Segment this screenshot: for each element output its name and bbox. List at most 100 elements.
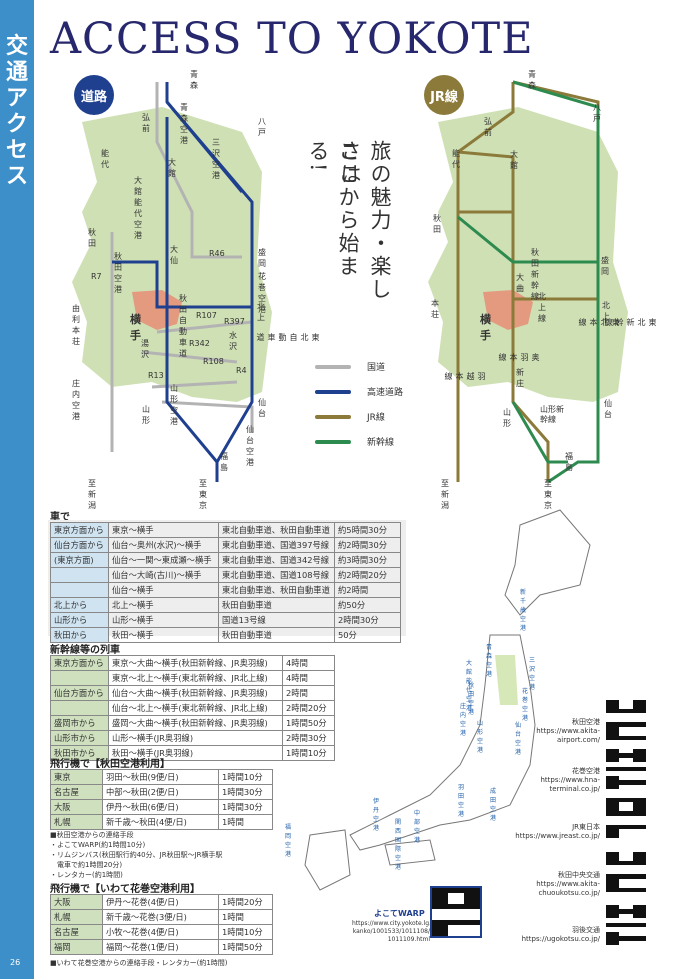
qr-module xyxy=(619,766,624,772)
qr-module xyxy=(637,913,642,919)
qr-module xyxy=(614,860,620,866)
qr-module xyxy=(610,780,615,785)
rail-label-noshiro: 能代 xyxy=(452,149,460,169)
qr-module xyxy=(442,898,448,904)
hokkaido xyxy=(504,509,591,616)
qr-module xyxy=(606,784,611,789)
qr-module xyxy=(464,920,470,926)
qr-module xyxy=(614,704,620,709)
qr-module xyxy=(641,887,646,892)
qr-module xyxy=(637,753,642,758)
qr-code-hanamaki-airport[interactable] xyxy=(606,749,646,789)
qr-module xyxy=(632,766,638,772)
rail-label-tohoku-main: 東北本線 xyxy=(578,318,620,326)
qr-module xyxy=(623,811,629,816)
qr-module xyxy=(610,753,615,758)
qr-module xyxy=(614,753,620,758)
qr-module xyxy=(614,905,620,910)
qr-module xyxy=(614,757,620,763)
qr-module xyxy=(610,749,615,754)
qr-module xyxy=(641,700,646,705)
jp-label-shin-chitose: 新千歳空港 xyxy=(520,589,527,632)
rail-label-to-tokyo: 至東京 xyxy=(544,479,552,510)
qr-module xyxy=(628,766,633,772)
rail-label-sendai: 仙台 xyxy=(604,399,612,419)
label-r46: R46 xyxy=(209,249,225,258)
jp-label-chubu: 中部空港 xyxy=(414,810,421,844)
qr-module xyxy=(628,780,633,785)
jp-label-odate-noshiro: 大館能代空港 xyxy=(466,660,473,712)
qr-module xyxy=(610,757,615,763)
qr-module xyxy=(610,833,615,838)
table-row: 盛岡市から盛岡～大曲～横手(秋田新幹線、JR奥羽線)1時間50分 xyxy=(50,715,335,731)
qr-module xyxy=(623,798,629,803)
akita-flights-table: 東京羽田～秋田(9便/日)1時間10分 名古屋中部～秋田(2便/日)1時間30分… xyxy=(50,769,273,830)
qr-module xyxy=(432,925,438,931)
qr-module xyxy=(464,893,470,899)
qr-module xyxy=(614,931,620,937)
qr-module xyxy=(610,931,615,937)
qr-module xyxy=(610,722,615,727)
qr-module xyxy=(619,824,624,830)
label-morioka: 盛岡 xyxy=(258,248,266,268)
akita-landmass-rail xyxy=(428,107,628,402)
akita-landmass xyxy=(72,107,272,402)
label-r342: R342 xyxy=(189,339,210,348)
qr-module xyxy=(641,860,646,866)
qr-module xyxy=(637,811,642,816)
qr-module xyxy=(610,806,615,812)
qr-code-akita-chuo-kotsu[interactable] xyxy=(606,852,646,892)
qr-module xyxy=(628,708,633,714)
qr-module xyxy=(614,731,620,736)
qr-module xyxy=(628,874,633,879)
qr-code-akita-airport[interactable] xyxy=(606,700,646,740)
qr-module xyxy=(606,726,611,732)
label-yamagata: 山形 xyxy=(142,405,150,425)
qr-module xyxy=(606,833,611,838)
qr-module xyxy=(637,749,642,754)
qr-module xyxy=(632,811,638,816)
qr-module xyxy=(641,735,646,740)
qr-module xyxy=(637,874,642,879)
qr-module xyxy=(610,874,615,879)
qr-module xyxy=(610,909,615,914)
qr-module xyxy=(628,722,633,727)
qr-module xyxy=(641,798,646,803)
qr-module xyxy=(610,766,615,772)
qr-module xyxy=(614,874,620,879)
qr-module xyxy=(606,798,611,803)
warp-qr-code[interactable] xyxy=(430,886,482,938)
qr-code-jr-east[interactable] xyxy=(606,798,646,838)
qr-module xyxy=(474,904,480,910)
rail-label-akita-shinkansen: 秋田新幹線 xyxy=(531,248,539,301)
qr-module xyxy=(469,920,475,926)
qr-module xyxy=(614,802,620,807)
qr-module xyxy=(641,874,646,879)
rail-label-yamagata: 山形 xyxy=(503,408,511,428)
qr-code-ugo-kotsu[interactable] xyxy=(606,905,646,945)
jp-label-akita: 秋田空港 xyxy=(468,682,475,716)
qr-module xyxy=(614,922,620,928)
qr-module xyxy=(632,802,638,807)
qr-module xyxy=(623,874,629,879)
qr-module xyxy=(614,833,620,838)
label-yokote: 横手 xyxy=(130,313,141,342)
qr-module xyxy=(606,874,611,879)
road-badge: 道路 xyxy=(74,75,114,115)
qr-module xyxy=(628,922,633,928)
qr-module xyxy=(619,860,624,866)
qr-module xyxy=(637,806,642,812)
qr-module xyxy=(610,802,615,807)
qr-module xyxy=(637,936,642,941)
qr-module xyxy=(632,856,638,861)
qr-module xyxy=(432,888,438,894)
qr-module xyxy=(637,905,642,910)
label-to-niigata: 至新潟 xyxy=(88,479,96,510)
qr-module xyxy=(606,878,611,884)
qr-module xyxy=(637,708,642,714)
qr-module xyxy=(632,749,638,754)
qr-module xyxy=(606,883,611,888)
qr-module xyxy=(619,874,624,879)
qr-module xyxy=(637,735,642,740)
